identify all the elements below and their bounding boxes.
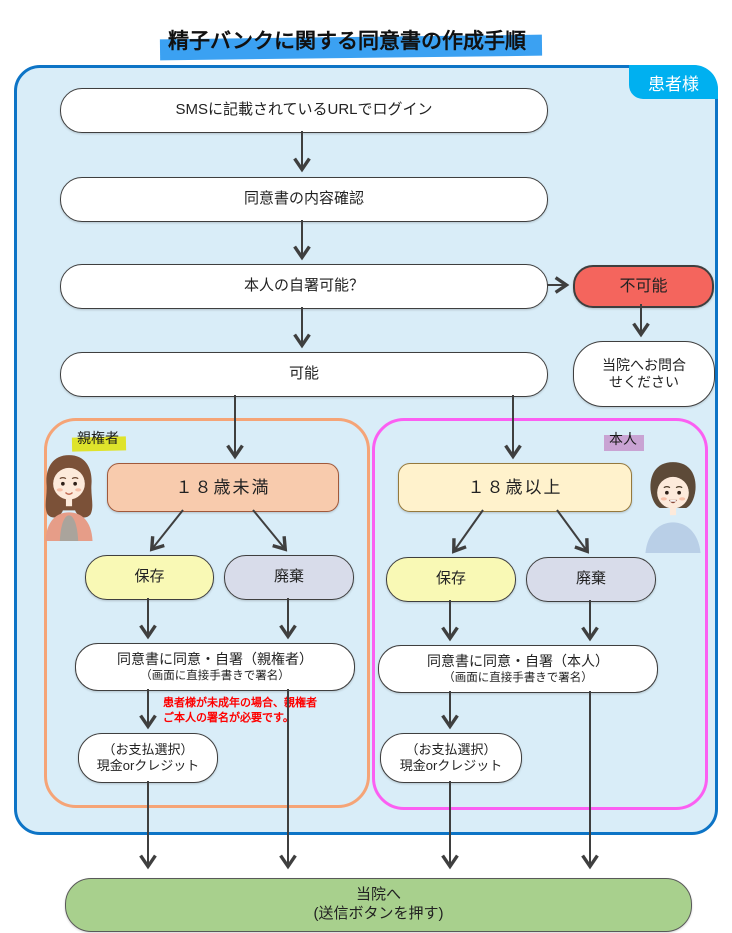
payment-line2-self: 現金orクレジット <box>399 758 503 773</box>
guardian-branch-container <box>44 418 370 808</box>
contact-clinic-line1: 当院へお問合 <box>602 356 686 373</box>
minor-signature-note: 患者様が未成年の場合、親権者 ご本人の署名が必要です。 <box>163 696 353 726</box>
over-18-box: １８歳以上 <box>398 463 632 512</box>
self-sign-question-box: 本人の自署可能？ <box>60 264 548 309</box>
self-branch-label: 本人 <box>606 429 640 449</box>
under-18-label: １８歳未満 <box>175 477 271 497</box>
possible-box: 可能 <box>60 352 548 397</box>
consent-sign-label-self: 同意書に同意・自署（本人） <box>427 653 609 670</box>
impossible-box: 不可能 <box>573 265 714 308</box>
consent-sign-box-self: 同意書に同意・自署（本人） （画面に直接手書きで署名） <box>378 645 658 693</box>
page-title-text: 精子バンクに関する同意書の作成手順 <box>162 24 532 56</box>
possible-label: 可能 <box>288 365 319 383</box>
guardian-branch-label: 親権者 <box>74 428 122 448</box>
consent-sign-box-guardian: 同意書に同意・自署（親権者） （画面に直接手書きで署名） <box>75 643 355 691</box>
consent-sign-sub-self: （画面に直接手書きで署名） <box>443 671 593 684</box>
minor-signature-note-line1: 患者様が未成年の場合、親権者 <box>163 697 317 709</box>
mother-avatar-illustration <box>38 451 100 546</box>
page-title: 精子バンクに関する同意書の作成手順 <box>0 24 694 56</box>
payment-line1-self: （お支払選択） <box>405 741 497 757</box>
contact-clinic-box: 当院へお問合 せください <box>573 341 715 407</box>
guardian-branch-label-text: 親権者 <box>74 428 122 448</box>
consent-sign-label-guardian: 同意書に同意・自署（親権者） <box>117 651 313 668</box>
discard-box-guardian: 廃棄 <box>224 555 354 600</box>
confirm-step-label: 同意書の内容確認 <box>243 190 364 208</box>
payment-box-guardian: （お支払選択） 現金orクレジット <box>78 733 218 783</box>
payment-line2-guardian: 現金orクレジット <box>96 758 200 773</box>
discard-label-guardian: 廃棄 <box>273 568 304 586</box>
submit-line2: (送信ボタンを押す) <box>313 905 444 922</box>
save-label-guardian: 保存 <box>134 568 165 586</box>
payment-line1-guardian: （お支払選択） <box>102 741 194 757</box>
son-avatar-illustration <box>636 459 710 558</box>
self-sign-question-label: 本人の自署可能？ <box>243 277 364 295</box>
under-18-box: １８歳未満 <box>107 463 339 512</box>
self-branch-label-text: 本人 <box>606 429 640 449</box>
submit-line1: 当院へ <box>355 886 401 904</box>
discard-box-self: 廃棄 <box>526 557 656 602</box>
discard-label-self: 廃棄 <box>575 570 606 588</box>
consent-sign-sub-guardian: （画面に直接手書きで署名） <box>140 669 290 682</box>
impossible-label: 不可能 <box>619 277 668 295</box>
confirm-step-box: 同意書の内容確認 <box>60 177 548 222</box>
patient-tab: 患者様 <box>629 65 718 99</box>
submit-to-clinic-box: 当院へ (送信ボタンを押す) <box>65 878 692 932</box>
login-step-label: SMSに記載されているURLでログイン <box>175 101 433 119</box>
login-step-box: SMSに記載されているURLでログイン <box>60 88 548 133</box>
patient-tab-label: 患者様 <box>648 74 699 94</box>
over-18-label: １８歳以上 <box>467 477 563 497</box>
save-label-self: 保存 <box>435 570 466 588</box>
payment-box-self: （お支払選択） 現金orクレジット <box>380 733 522 783</box>
minor-signature-note-line2: ご本人の署名が必要です。 <box>163 711 294 724</box>
save-box-guardian: 保存 <box>85 555 214 600</box>
save-box-self: 保存 <box>386 557 516 602</box>
contact-clinic-line2: せください <box>609 374 679 390</box>
self-branch-container <box>372 418 708 810</box>
